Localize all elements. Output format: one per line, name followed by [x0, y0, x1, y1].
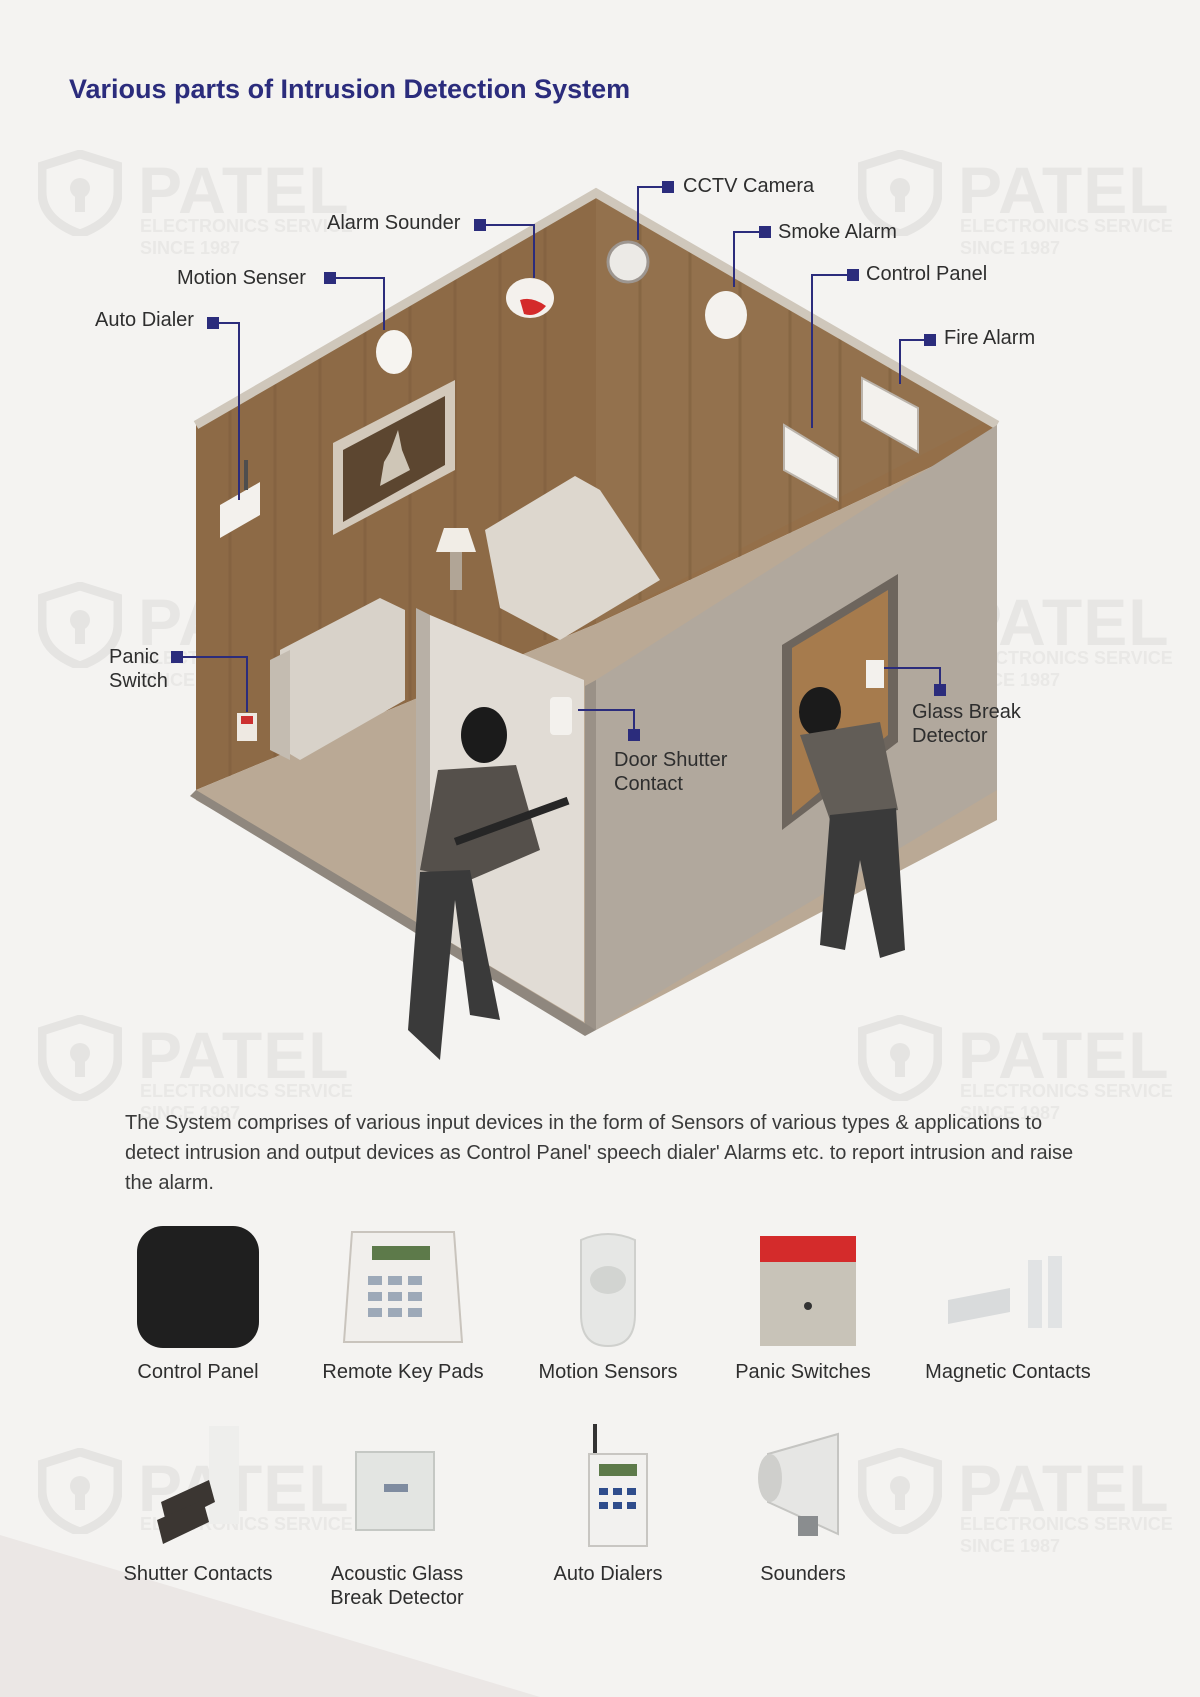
product-label: Sounders [760, 1563, 846, 1585]
watermark: PATEL ELECTRONICS SERVICE SINCE 1987 [38, 1015, 358, 1125]
watermark-year: SINCE 1987 [960, 1536, 1061, 1556]
product-panic-switches: Panic Switches [708, 1222, 898, 1384]
product-label: Shutter Contacts [123, 1563, 273, 1585]
control-panel-icon [137, 1226, 259, 1348]
watermark-name: PATEL [958, 1451, 1170, 1525]
watermark-name: PATEL [138, 1018, 350, 1092]
burglar-door [408, 707, 570, 1060]
cctv-camera-device [606, 240, 650, 284]
auto-dialer-icon [588, 1424, 648, 1547]
control-panel-device [783, 423, 839, 502]
watermark-subtitle: ELECTRONICS SERVICE [960, 1081, 1173, 1101]
callout-auto-dialer: Auto Dialer [95, 309, 194, 331]
callout-glass-break-detector: Glass Break Detector [912, 701, 1021, 747]
shutter-contact-icon [157, 1426, 239, 1544]
description-text: The System comprises of various input de… [125, 1112, 1074, 1194]
panic-switch-icon [760, 1236, 856, 1346]
product-label: Magnetic Contacts [925, 1361, 1091, 1383]
watermark: PATEL ELECTRONICS SERVICE SINCE 1987 [858, 150, 1178, 260]
watermark: PATEL ELECTRONICS SERVICE SINCE 1987 [858, 582, 1178, 692]
sofa-right [485, 476, 660, 640]
room-illustration [190, 187, 1000, 1060]
product-label: Control Panel [137, 1361, 259, 1383]
smoke-alarm-device [705, 291, 747, 339]
callout-leaders [171, 181, 946, 741]
sofa-left [270, 598, 405, 760]
watermark-year: SINCE 1987 [140, 238, 241, 258]
watermark-subtitle: ELECTRONICS SERVICE [140, 1081, 353, 1101]
product-auto-dialers: Auto Dialers [513, 1424, 703, 1586]
watermark-name: PATEL [958, 153, 1170, 227]
lamp [436, 528, 476, 552]
callout-cctv-camera: CCTV Camera [683, 175, 815, 197]
motion-senser-device [376, 330, 412, 374]
product-shutter-contacts: Shutter Contacts [103, 1424, 293, 1586]
glass-break-device [866, 660, 884, 688]
callout-alarm-sounder: Alarm Sounder [327, 212, 461, 234]
watermark-year: SINCE 1987 [960, 1103, 1061, 1123]
keypad-icon [342, 1231, 464, 1343]
watermark-subtitle: ELECTRONICS SERVICE [960, 216, 1173, 236]
watermark-year: SINCE 1987 [960, 238, 1061, 258]
callout-door-shutter-contact: Door Shutter Contact [614, 749, 728, 795]
page-title: Various parts of Intrusion Detection Sys… [69, 74, 631, 104]
product-magnetic-contacts: Magnetic Contacts [913, 1222, 1103, 1384]
callout-control-panel: Control Panel [866, 263, 988, 285]
front-left-wall [190, 790, 596, 1036]
callout-motion-senser: Motion Senser [177, 267, 306, 289]
glass-break-icon [355, 1451, 435, 1531]
callout-smoke-alarm: Smoke Alarm [778, 221, 897, 243]
watermark-subtitle: ELECTRONICS SERVICE [960, 1514, 1173, 1534]
product-label: Remote Key Pads [322, 1361, 484, 1383]
product-label: Auto Dialers [553, 1563, 663, 1585]
product-remote-key-pads: Remote Key Pads [308, 1222, 498, 1384]
watermark: PATEL ELECTRONICS SERVICE SINCE 1987 [38, 150, 358, 260]
watermark-year: SINCE 1987 [140, 1103, 241, 1123]
motion-sensor-icon [580, 1233, 636, 1348]
product-label: Motion Sensors [538, 1361, 678, 1383]
fire-alarm-device [861, 376, 919, 454]
product-label: Panic Switches [735, 1361, 871, 1383]
watermark-name: PATEL [138, 153, 350, 227]
watermark-subtitle: ELECTRONICS SERVICE [960, 648, 1173, 668]
sounder-icon [758, 1432, 839, 1536]
product-control-panel: Control Panel [103, 1222, 293, 1384]
door-contact-device [550, 697, 572, 735]
magnetic-contact-icon [948, 1256, 1062, 1328]
burglar-window [799, 687, 905, 958]
product-label: Acoustic Glass Break Detector [330, 1563, 464, 1609]
product-acoustic-glass-break-detector: Acoustic Glass Break Detector [302, 1424, 492, 1610]
watermark-name: PATEL [958, 1018, 1170, 1092]
auto-dialer-device [220, 482, 260, 538]
callout-panic-switch: Panic Switch [109, 646, 168, 692]
product-sounders: Sounders [708, 1424, 898, 1586]
watermark: PATEL ELECTRONICS SERVICE SINCE 1987 [858, 1015, 1178, 1125]
product-motion-sensors: Motion Sensors [513, 1222, 703, 1384]
callout-fire-alarm: Fire Alarm [944, 327, 1036, 349]
watermark: PATEL ELECTRONICS SERVICE SINCE 1987 [858, 1448, 1178, 1558]
watermark-subtitle: ELECTRONICS SERVICE [140, 216, 353, 236]
